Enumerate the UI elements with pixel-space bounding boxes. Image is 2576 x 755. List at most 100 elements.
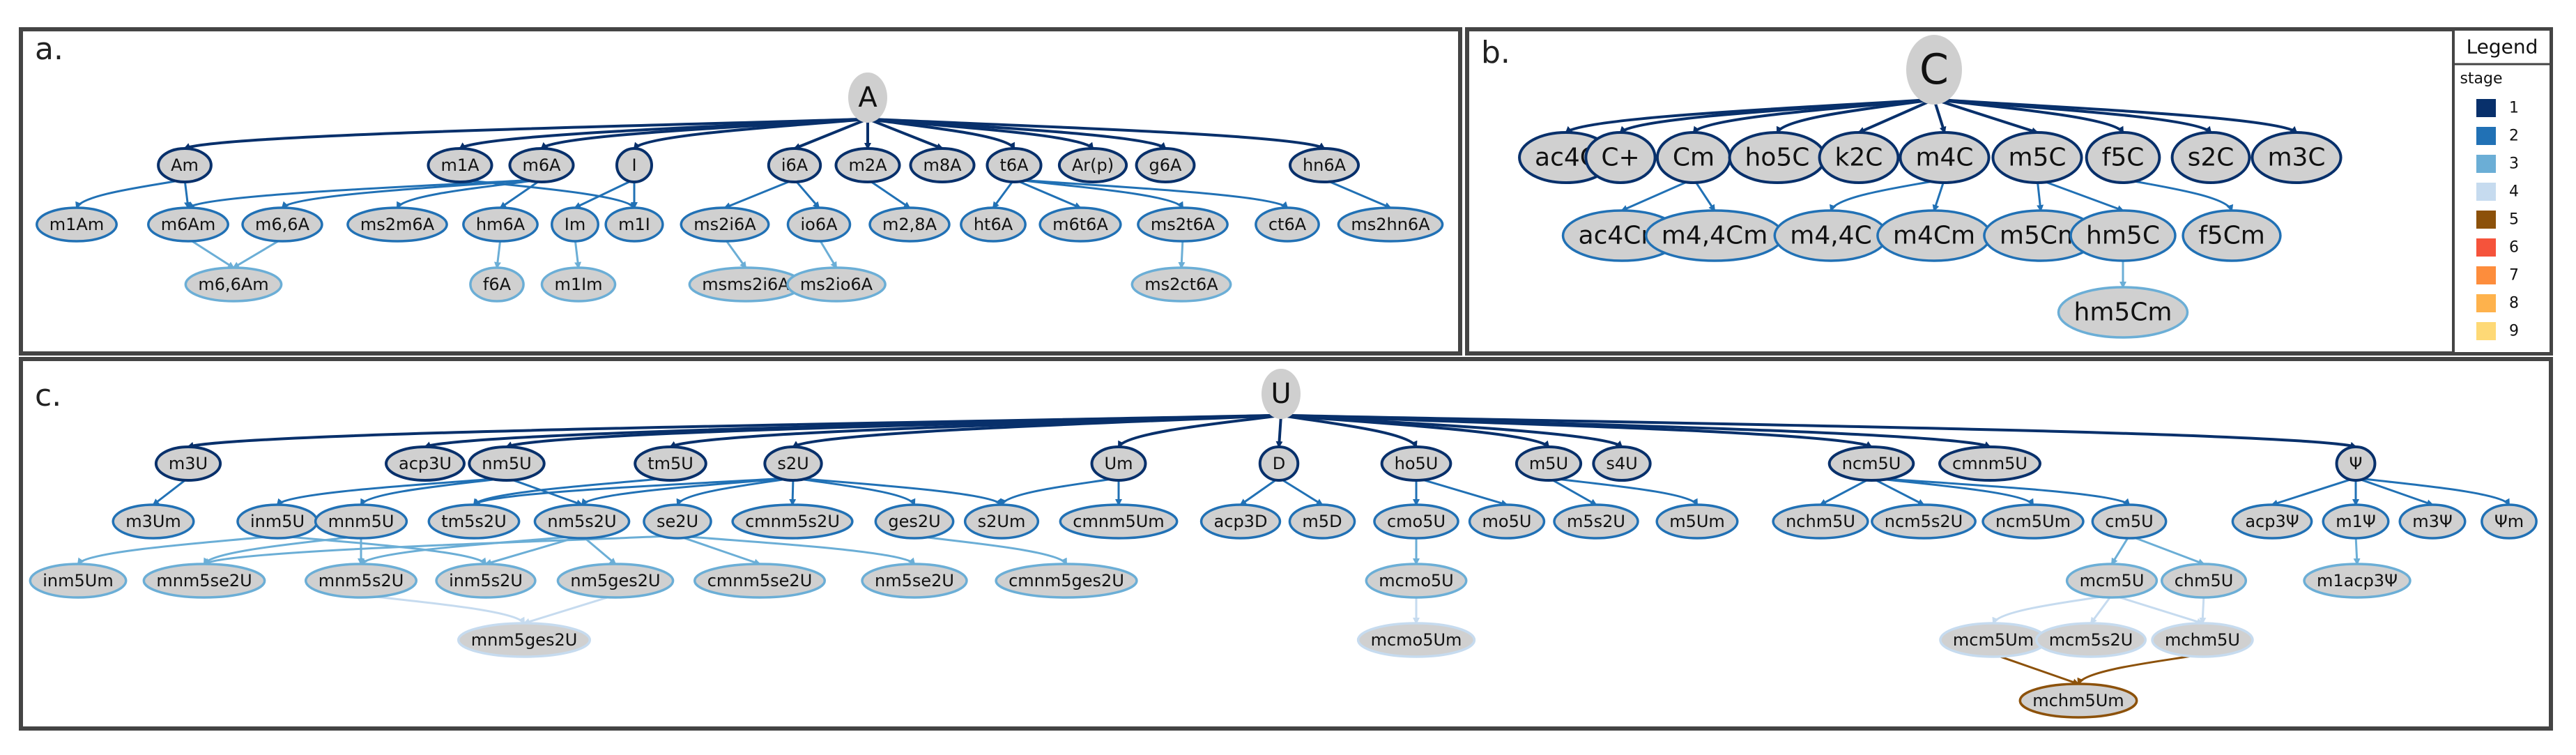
node-shape xyxy=(2085,131,2161,184)
node-t6A: t6A xyxy=(986,147,1043,183)
edge-nm5U-to-nm5s2U xyxy=(506,476,583,507)
node-label: mnm5U xyxy=(328,512,394,531)
node-label: m5Cm xyxy=(2000,222,2082,250)
node-label: ncm5s2U xyxy=(1885,512,1963,531)
node-shape xyxy=(1288,503,1356,540)
node-label: hn6A xyxy=(1303,155,1347,175)
node-shape xyxy=(1655,503,1739,540)
node-hn6A: hn6A xyxy=(1288,147,1360,183)
node-m1I: m1I xyxy=(604,206,664,243)
node-label: m1Im xyxy=(554,275,602,294)
edge-Cm-to-m44Cm xyxy=(1692,178,1716,212)
legend-label: 4 xyxy=(2509,183,2519,201)
node-shape xyxy=(1057,147,1128,183)
edge-ms2i6A-to-msms2i6A xyxy=(723,238,747,269)
node-shape xyxy=(861,563,968,599)
edge-ges2U-to-cmnm5ges2U xyxy=(914,534,1068,565)
node-shape xyxy=(556,563,675,599)
legend-entry-9: 9 xyxy=(2476,322,2519,340)
node-label: m6A xyxy=(522,155,561,175)
legend-title: Legend xyxy=(2467,36,2538,59)
panel-c-frame xyxy=(19,357,2553,731)
node-m44C: m4,4C xyxy=(1773,209,1889,262)
panel-a-label: a. xyxy=(35,31,63,67)
node-label: nm5s2U xyxy=(547,512,616,531)
node-shape xyxy=(963,503,1040,540)
node-shape xyxy=(2057,286,2189,339)
edge-Am-to-m1Am xyxy=(75,178,185,209)
node-shape xyxy=(157,147,213,183)
legend-label: 1 xyxy=(2509,100,2519,117)
node-m1acp3Psi: m1acp3Ψ xyxy=(2303,563,2412,599)
node-shape xyxy=(154,445,222,482)
node-m6t6A: m6t6A xyxy=(1038,206,1122,243)
edge-C-to-m5C xyxy=(1933,98,2039,135)
legend-swatch xyxy=(2476,238,2496,257)
node-m6Am: m6Am xyxy=(147,206,229,243)
edge-Psi-to-acp3Psi xyxy=(2271,476,2356,507)
node-shape xyxy=(1827,445,1915,482)
node-shape xyxy=(874,503,955,540)
node-shape xyxy=(184,266,283,303)
node-label: m2A xyxy=(848,155,887,175)
edge-C-to-ho5C xyxy=(1776,98,1935,134)
node-nm5se2U: nm5se2U xyxy=(861,563,968,599)
edge-nm5U-to-inm5U xyxy=(276,476,507,506)
legend-entry-2: 2 xyxy=(2476,127,2519,145)
node-acp3Psi: acp3Ψ xyxy=(2231,503,2313,540)
edge-m1Psi-to-m1acp3Psi xyxy=(2353,535,2361,565)
node-shape xyxy=(763,445,823,482)
node-shape xyxy=(385,445,466,482)
node-shape xyxy=(1991,131,2083,184)
edge-s2U-to-tm5s2U xyxy=(473,476,794,506)
edge-mcm5U-to-mcm5s2U xyxy=(2090,594,2113,625)
edge-m6A-to-ms2m6A xyxy=(396,178,542,209)
node-label: ms2m6A xyxy=(360,215,435,234)
node-shape xyxy=(2322,503,2390,540)
node-shape xyxy=(1356,622,1476,658)
node-msms2i6A: msms2i6A xyxy=(688,266,804,303)
node-label: ho5U xyxy=(1395,454,1439,473)
node-shape xyxy=(457,622,592,658)
node-label: se2U xyxy=(657,512,698,531)
legend-entry-3: 3 xyxy=(2476,155,2519,173)
edge-C-to-m4C xyxy=(1933,98,1947,134)
node-label: m6,6A xyxy=(255,215,310,234)
node-m8A: m8A xyxy=(909,147,976,183)
edge-m5C-to-m5Cm xyxy=(2036,178,2044,212)
node-shape xyxy=(868,206,951,243)
edge-A-to-Am xyxy=(183,117,868,150)
node-shape xyxy=(2160,563,2248,599)
node-label: m4Cm xyxy=(1893,222,1975,250)
node-label: cmnm5Um xyxy=(1073,512,1164,531)
node-shape xyxy=(643,503,712,540)
node-mnm5U: mnm5U xyxy=(314,503,408,540)
node-label: ges2U xyxy=(888,512,940,531)
node-shape xyxy=(462,206,539,243)
edge-U-to-Psi xyxy=(1280,413,2357,449)
node-shape xyxy=(1515,445,1583,482)
node-label: cmo5U xyxy=(1387,512,1446,531)
node-shape xyxy=(1592,445,1652,482)
node-s2C: s2C xyxy=(2170,131,2251,184)
node-inm5Um: inm5Um xyxy=(29,563,128,599)
node-label: ht6A xyxy=(974,215,1013,234)
node-mcmo5Um: mcmo5Um xyxy=(1356,622,1476,658)
node-label: m1acp3Ψ xyxy=(2317,571,2398,590)
node-label: ms2hn6A xyxy=(1351,215,1430,234)
node-s2U: s2U xyxy=(763,445,823,482)
edge-U-to-Um xyxy=(1117,413,1282,448)
legend-label: 3 xyxy=(2509,155,2519,173)
edge-nm5ges2U-to-mnm5ges2U xyxy=(523,593,616,625)
node-shape xyxy=(604,206,664,243)
edge-U-to-D xyxy=(1275,415,1283,448)
node-label: m5C xyxy=(2008,144,2066,172)
node-label: C xyxy=(1919,45,1949,94)
node-cmnm5Um: cmnm5Um xyxy=(1059,503,1179,540)
node-label: f5C xyxy=(2102,144,2145,172)
edge-tm5U-to-tm5s2U xyxy=(473,476,671,506)
node-label: Cm xyxy=(1673,144,1715,172)
node-label: io6A xyxy=(800,215,838,234)
node-label: nchm5U xyxy=(1786,512,1855,531)
edge-I-to-Im xyxy=(574,178,635,209)
